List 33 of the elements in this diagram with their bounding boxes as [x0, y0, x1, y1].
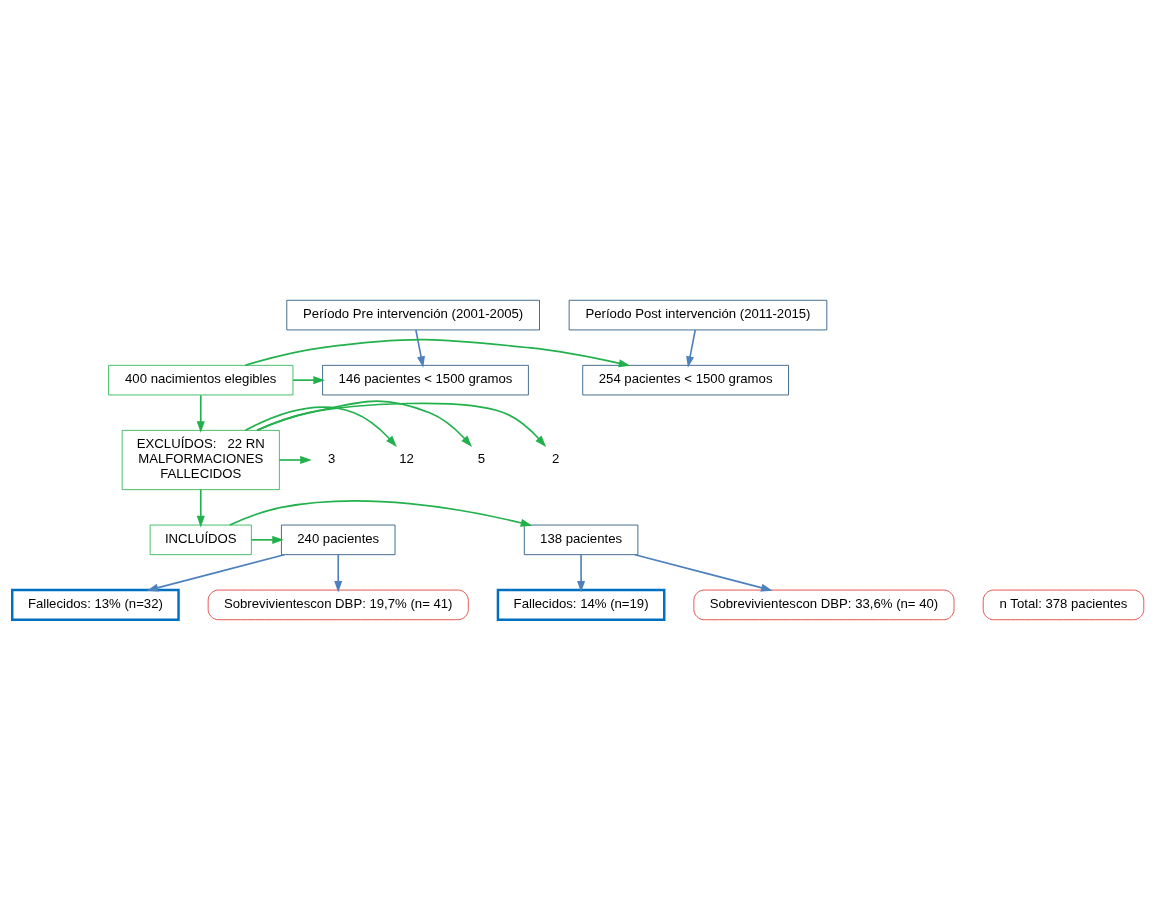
arrow [244, 406, 397, 447]
arrow [634, 553, 773, 592]
node-box: INCLUÍDOS [149, 524, 252, 556]
arrow [244, 338, 631, 368]
arrow [334, 553, 343, 593]
node-text: 5 [477, 451, 486, 467]
node-box: EXCLUÍDOS: 22 RN MALFORMACIONES FALLECIDOS [121, 429, 280, 491]
node-text: 3 [327, 451, 336, 467]
node-text: 12 [399, 451, 414, 467]
arrow [415, 329, 425, 368]
node-box: Fallecidos: 14% (n=19) [496, 588, 666, 621]
arrow [196, 394, 205, 433]
node-box: 240 pacientes [281, 524, 396, 556]
node-box: 146 pacientes < 1500 gramos [322, 364, 529, 396]
node-box: Sobrevivientescon DBP: 19,7% (n= 41) [207, 589, 469, 621]
arrow [577, 553, 586, 593]
node-box: n Total: 378 pacientes [982, 589, 1145, 621]
arrow [196, 488, 205, 528]
arrow [229, 500, 533, 527]
node-box: 400 nacimientos elegibles [108, 364, 294, 396]
node-box: 254 pacientes < 1500 gramos [582, 364, 789, 396]
arrow [250, 535, 284, 544]
arrow [256, 402, 547, 447]
node-box: Período Post intervención (2011-2015) [568, 299, 828, 331]
node-box: Sobrevivientescon DBP: 33,6% (n= 40) [693, 589, 955, 621]
node-box: Período Pre intervención (2001-2005) [286, 299, 540, 331]
node-text: 2 [551, 451, 560, 467]
arrow [292, 376, 325, 385]
node-box: 138 pacientes [523, 524, 639, 556]
arrow [146, 553, 286, 592]
node-box: Fallecidos: 13% (n=32) [11, 588, 180, 621]
arrow [686, 329, 697, 368]
arrow [278, 455, 312, 465]
